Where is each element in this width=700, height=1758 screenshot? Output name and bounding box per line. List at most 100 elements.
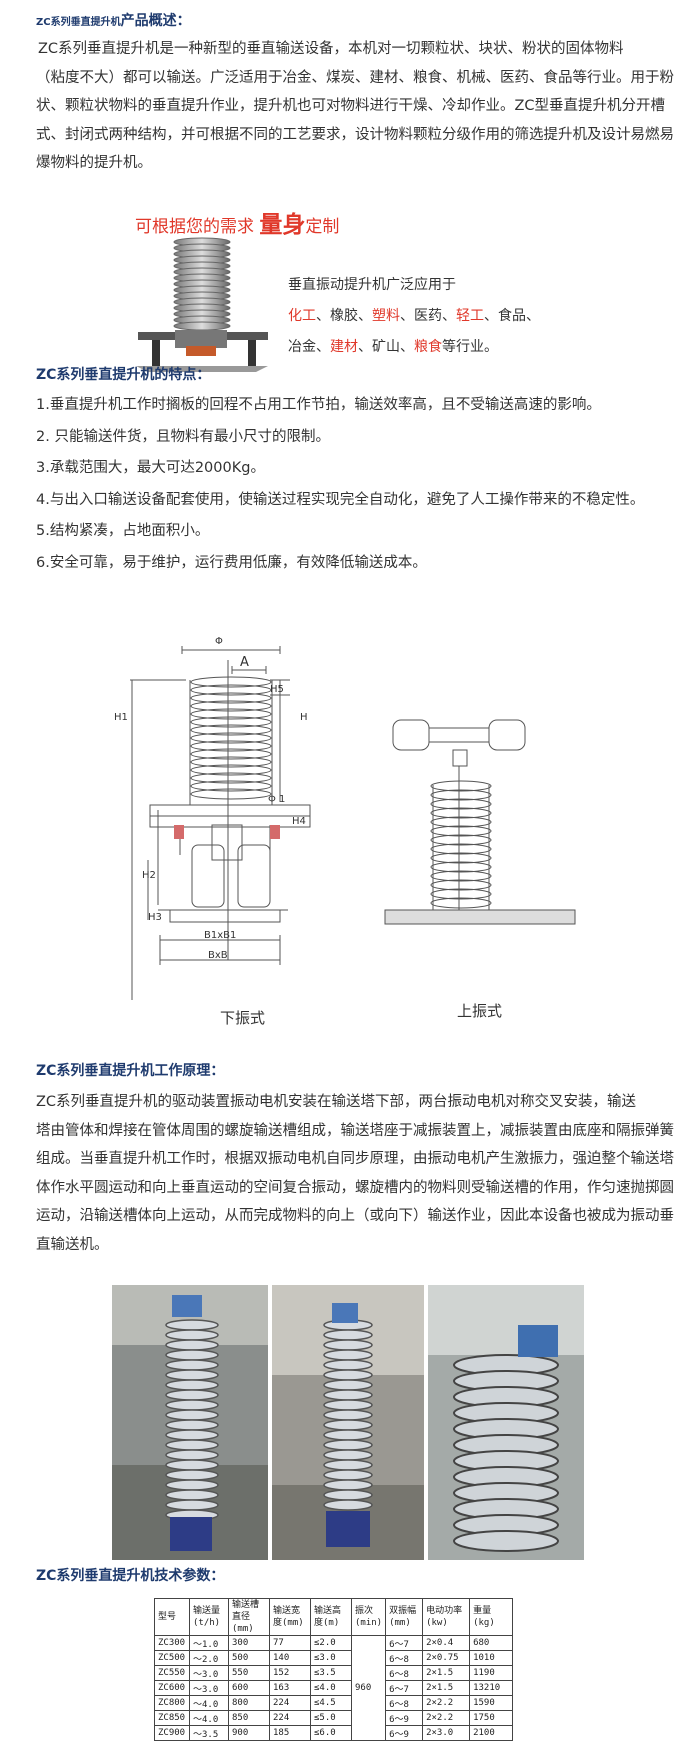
label-h2: H2 <box>142 870 156 881</box>
table-cell: 224 <box>269 1695 311 1711</box>
spiral-turn <box>323 1369 373 1381</box>
feature-item: 3.承载范围大，最大可达2000Kg。 <box>36 460 265 476</box>
overview-paragraph: ZC系列垂直提升机是一种新型的垂直输送设备，本机对一切颗粒状、块状、粉状的固体物… <box>36 35 686 178</box>
table-cell: ～3.0 <box>189 1665 229 1681</box>
table-cell: 2×2.2 <box>422 1710 471 1726</box>
spiral-turn <box>165 1419 219 1431</box>
industry-highlight: 化工 <box>288 308 316 324</box>
specs-table: 型号 输送量(t/h) 输送槽直径(mm) 输送宽度(mm) 输送高度(m) 振… <box>154 1598 514 1741</box>
table-cell: 2100 <box>469 1725 514 1741</box>
spiral-turn <box>190 708 272 720</box>
industry-text: 、橡胶、 <box>316 308 372 324</box>
industry-highlight: 塑料 <box>372 308 400 324</box>
top-vibration-drawing <box>384 719 576 925</box>
spiral-turn <box>190 732 272 744</box>
spiral-turn <box>165 1389 219 1401</box>
spiral-turn <box>190 780 272 792</box>
table-cell: ZC850 <box>154 1710 190 1726</box>
table-cell: 185 <box>269 1725 311 1741</box>
spiral-turn <box>323 1429 373 1441</box>
spiral-turn <box>165 1369 219 1381</box>
spiral-turn <box>165 1399 219 1411</box>
table-cell: 152 <box>269 1665 311 1681</box>
table-cell: 6～7 <box>385 1635 424 1651</box>
features-list: 1.垂直提升机工作时搁板的回程不占用工作节拍，输送效率高，且不受输送高速的影响。… <box>36 390 676 579</box>
table-cell: ≤3.0 <box>310 1650 352 1666</box>
table-cell: 550 <box>228 1665 270 1681</box>
overview-line: 式、封闭式两种结构，并可根据不同的工艺要求，设计物料颗粒分级作用的筛选提升机及设… <box>36 126 674 143</box>
bottom-vibration-drawing: Φ A H5 H1 H Φ 1 H4 H2 H3 B1xB1 BxB <box>114 636 311 1000</box>
spiral-turn <box>165 1339 219 1351</box>
spiral-turn <box>430 861 492 873</box>
col-vibration: 振次(min) <box>350 1598 387 1636</box>
caption-top-vibration: 上振式 <box>457 1002 503 1020</box>
spiral-turn <box>165 1499 219 1511</box>
spiral-turn <box>430 789 492 801</box>
banner-text-1: 可根据您的需求 <box>135 217 254 237</box>
spiral-turn <box>430 852 492 864</box>
industry-highlight: 粮食 <box>414 339 442 355</box>
table-cell: 140 <box>269 1650 311 1666</box>
spiral-turn <box>323 1349 373 1361</box>
spiral-turn <box>165 1459 219 1471</box>
spiral-turn <box>453 1530 559 1552</box>
label-b: BxB <box>208 950 228 961</box>
spiral-turn <box>165 1469 219 1481</box>
spiral-turn <box>173 321 231 331</box>
product-photo-1 <box>112 1285 268 1560</box>
col-height: 输送高度(m) <box>310 1598 352 1636</box>
table-cell: 2×1.5 <box>422 1680 471 1696</box>
label-phi1: Φ 1 <box>268 794 285 805</box>
table-cell: 6～8 <box>385 1695 424 1711</box>
table-cell: 500 <box>228 1650 270 1666</box>
industry-text: 冶金、 <box>288 339 330 355</box>
spiral-turn <box>323 1339 373 1351</box>
spiral-turn <box>165 1379 219 1391</box>
spiral-turn <box>323 1489 373 1501</box>
overview-heading-title: 产品概述： <box>120 13 191 29</box>
spiral-turn <box>323 1499 373 1511</box>
col-model: 型号 <box>154 1598 190 1636</box>
label-h4: H4 <box>292 816 306 827</box>
spiral-turn <box>323 1479 373 1491</box>
table-cell: 6～9 <box>385 1710 424 1726</box>
table-cell: 2×1.5 <box>422 1665 471 1681</box>
industry-text: 、矿山、 <box>358 339 414 355</box>
table-cell: ZC600 <box>154 1680 190 1696</box>
overview-line: 状、颗粒状物料的垂直提升作业，提升机也可对物料进行干燥、冷却作业。ZC型垂直提升… <box>36 98 666 114</box>
spiral-turn <box>190 700 272 712</box>
features-heading: ZC系列垂直提升机的特点： <box>36 367 211 383</box>
label-h1: H1 <box>114 712 128 723</box>
banner-text-3: 定制 <box>305 217 340 237</box>
label-phi: Φ <box>215 636 223 647</box>
overview-heading-product: ZC系列垂直提升机 <box>36 17 121 28</box>
spiral-turn <box>430 798 492 810</box>
table-cell: 2×3.0 <box>422 1725 471 1741</box>
table-cell: 900 <box>228 1725 270 1741</box>
table-cell: 1190 <box>469 1665 514 1681</box>
label-h: H <box>300 712 308 723</box>
spiral-turn <box>190 748 272 760</box>
table-cell: 13210 <box>469 1680 514 1696</box>
principle-heading: ZC系列垂直提升机工作原理： <box>36 1063 225 1079</box>
spiral-turn <box>430 870 492 882</box>
table-cell: ≤5.0 <box>310 1710 352 1726</box>
table-cell: 6～7 <box>385 1680 424 1696</box>
spiral-turn <box>190 764 272 776</box>
spiral-turn <box>430 780 492 792</box>
table-cell: 600 <box>228 1680 270 1696</box>
principle-line: 体作水平圆运动和向上垂直运动的空间复合振动，螺旋槽内的物料则受输送槽的作用，作匀… <box>36 1179 674 1196</box>
spiral-turn <box>165 1349 219 1361</box>
feature-item: 2. 只能输送件货，且物料有最小尺寸的限制。 <box>36 428 330 445</box>
spiral-turn <box>323 1449 373 1461</box>
spiral-turn <box>430 879 492 891</box>
industry-text: 、医药、 <box>400 308 456 324</box>
principle-paragraph: ZC系列垂直提升机的驱动装置振动电机安装在输送塔下部，两台振动电机对称交叉安装，… <box>36 1088 686 1259</box>
table-cell: ～4.0 <box>189 1695 229 1711</box>
table-cell: 1590 <box>469 1695 514 1711</box>
